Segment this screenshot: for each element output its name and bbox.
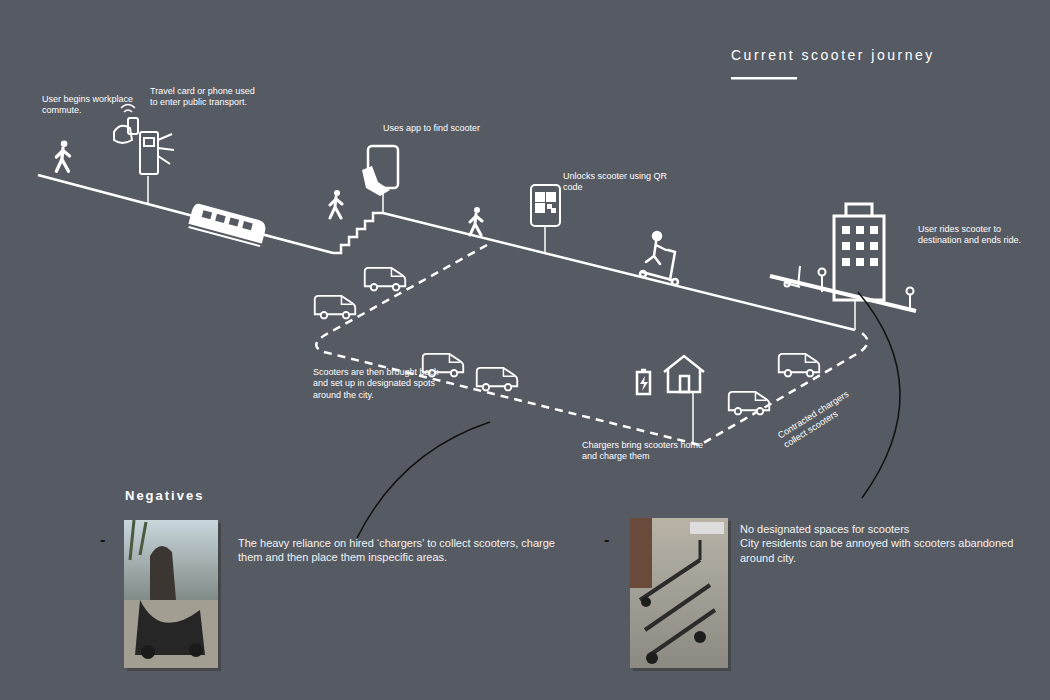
note-text: No designated spaces for scooters [740, 522, 1040, 536]
step-label: Travel card or phone used to enter publi… [150, 86, 262, 109]
bullet-dash: - [100, 530, 112, 550]
step-label: Uses app to find scooter [383, 123, 495, 134]
step-label: Unlocks scooter using QR code [563, 171, 675, 194]
step-label: Scooters are then brought back and set u… [313, 367, 453, 401]
step-label: User begins workplace commute. [42, 94, 134, 117]
note-text: The heavy reliance on hired ‘chargers’ t… [238, 536, 578, 565]
note-text: City residents can be annoyed with scoot… [740, 536, 1040, 565]
section-heading: Negatives [125, 488, 204, 504]
diagram-title: Current scooter journey [731, 47, 935, 65]
step-label: Chargers bring scooters home and charge … [582, 440, 710, 463]
step-label: User rides scooter to destination and en… [918, 224, 1036, 247]
bullet-dash: - [604, 530, 616, 550]
